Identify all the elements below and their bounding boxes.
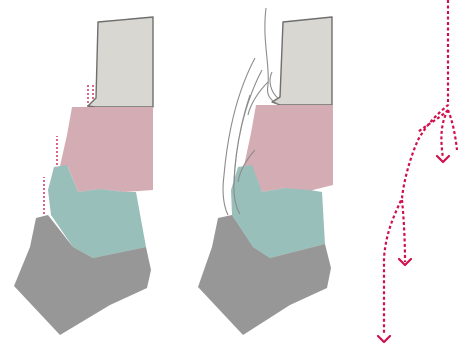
arrow-branch-4 bbox=[402, 200, 405, 262]
arrow-branch-2 bbox=[448, 110, 457, 150]
arrow-head-branch-1-icon bbox=[437, 156, 449, 162]
arrow-head-main-icon bbox=[378, 336, 390, 342]
arrow-trunk bbox=[384, 0, 448, 334]
upper-segment bbox=[244, 105, 333, 192]
panel-right bbox=[378, 0, 457, 342]
upper-segment bbox=[60, 107, 153, 192]
panel-middle bbox=[198, 8, 333, 335]
top-segment bbox=[272, 17, 332, 105]
arrow-branch-1 bbox=[441, 110, 448, 158]
panel-left bbox=[14, 17, 153, 335]
top-segment bbox=[88, 17, 153, 107]
strand-2 bbox=[270, 72, 279, 99]
